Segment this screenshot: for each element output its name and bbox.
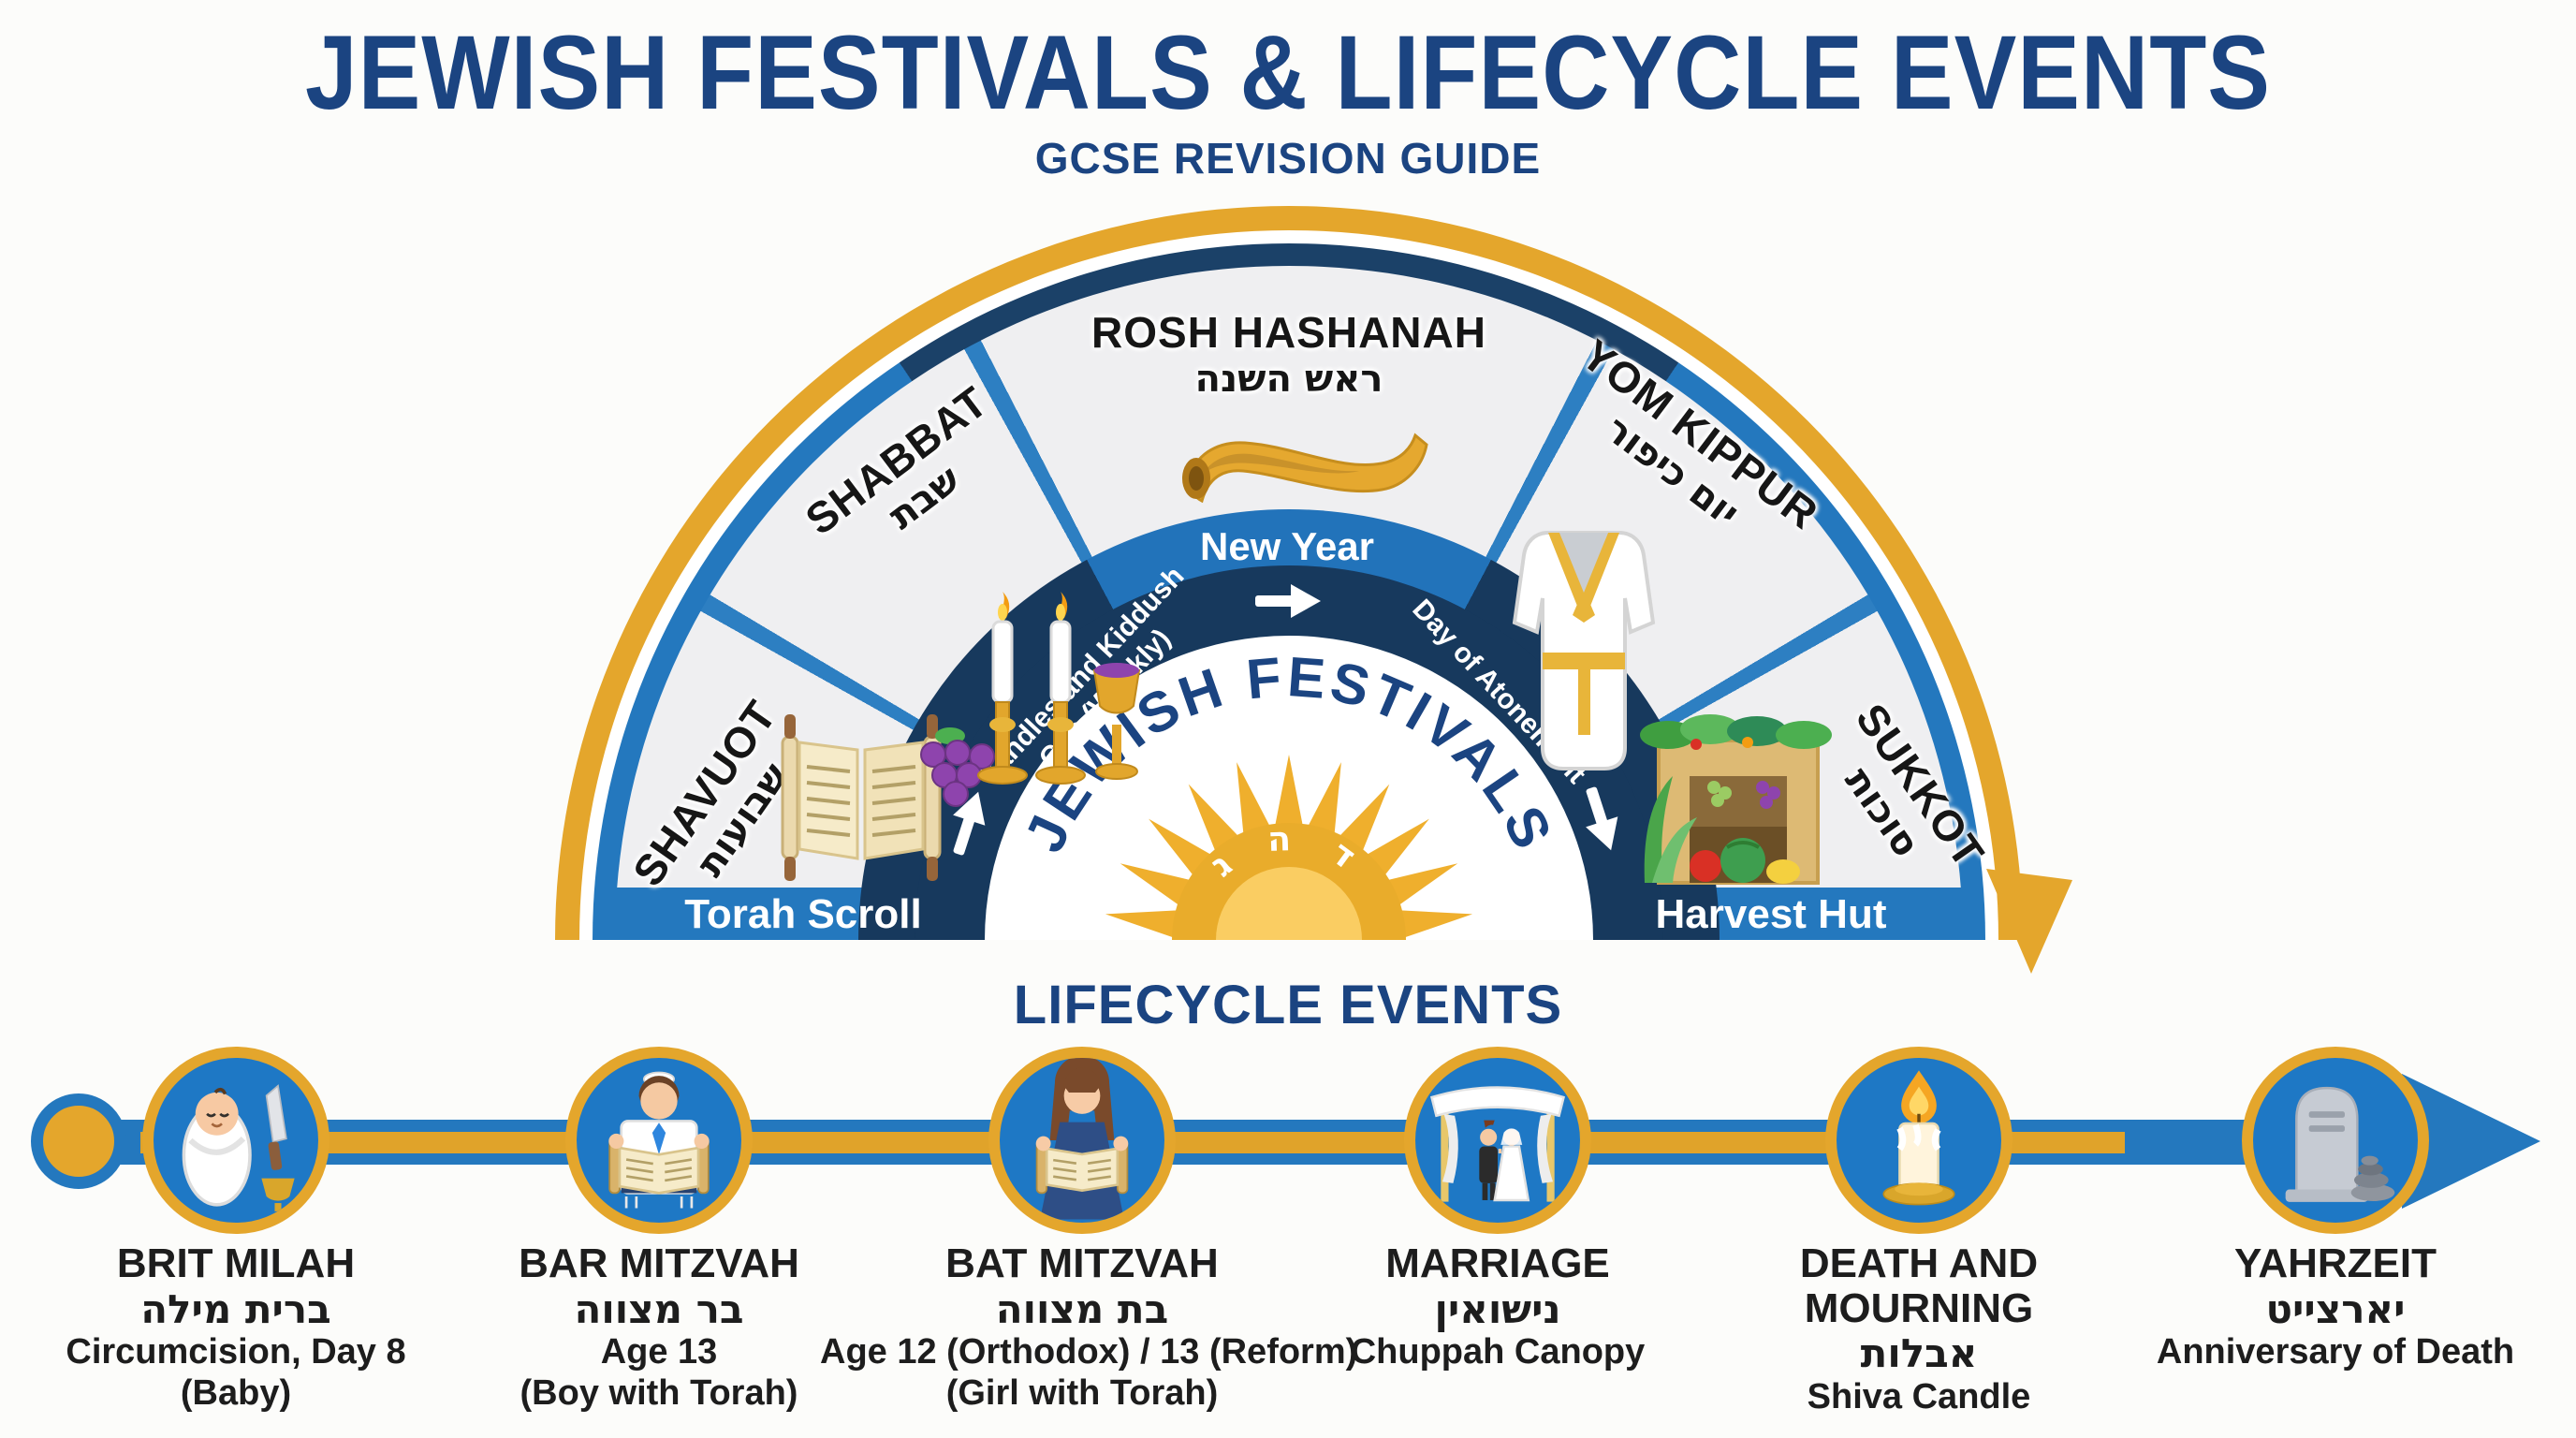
boy-with-torah-icon (608, 1071, 710, 1209)
event-label-yahrzeit: YAHRZEIT יארצייט Anniversary of Death (2073, 1241, 2576, 1373)
event-description: Anniversary of Death (2156, 1332, 2515, 1372)
event-label-bar-mitzvah: BAR MITZVAH בר מצווה Age 13 (Boy with To… (397, 1241, 921, 1414)
event-note: (Boy with Torah) (520, 1372, 798, 1413)
event-label-marriage: MARRIAGE נישואין Chuppah Canopy (1236, 1241, 1760, 1373)
event-description: Circumcision, Day 8 (66, 1332, 406, 1372)
node-death-mourning (1825, 1047, 2012, 1234)
baby-icon (182, 1084, 295, 1211)
event-description: Shiva Candle (1807, 1376, 2031, 1416)
event-name: BAT MITZVAH (945, 1240, 1219, 1286)
node-bat-mitzvah (988, 1047, 1176, 1234)
event-hebrew: ברית מילה (140, 1285, 331, 1332)
band-label-torah-scroll: Torah Scroll (684, 891, 922, 937)
event-note: (Baby) (180, 1372, 292, 1413)
node-bar-mitzvah (565, 1047, 753, 1234)
event-description: Chuppah Canopy (1350, 1332, 1646, 1372)
node-marriage (1404, 1047, 1591, 1234)
event-label-brit-milah: BRIT MILAH ברית מילה Circumcision, Day 8… (0, 1241, 498, 1414)
event-hebrew: יארצייט (2265, 1285, 2406, 1332)
event-name: BAR MITZVAH (519, 1240, 799, 1286)
event-label-bat-mitzvah: BAT MITZVAH בת מצווה Age 12 (Orthodox) /… (820, 1240, 1358, 1414)
event-name: BRIT MILAH (116, 1240, 356, 1286)
event-label-death-mourning: DEATH AND MOURNING אבלות Shiva Candle (1741, 1241, 2097, 1417)
event-hebrew: בר מצווה (574, 1285, 744, 1332)
ring-label-new-year: New Year (1199, 524, 1375, 568)
torah-scroll-icon (781, 714, 942, 881)
segment-label-rosh-hashanah: ROSH HASHANAH ראש השנה (1008, 308, 1570, 401)
node-yahrzeit (2242, 1047, 2429, 1234)
segment-name: ROSH HASHANAH (1091, 308, 1486, 357)
shiva-candle-icon (1882, 1070, 1955, 1206)
chuppah-icon (1430, 1086, 1565, 1202)
event-description: Age 13 (600, 1332, 718, 1372)
page-subtitle: GCSE REVISION GUIDE (1034, 134, 1542, 183)
node-brit-milah (142, 1047, 329, 1234)
event-hebrew: נישואין (1434, 1285, 1561, 1332)
event-name: YAHRZEIT (2234, 1240, 2437, 1286)
shabbat-candles-icon (920, 592, 1141, 807)
timeline-start-circle-icon (31, 1093, 126, 1189)
girl-with-torah-icon (1035, 1058, 1129, 1220)
flow-arrow-right-icon (1255, 584, 1321, 618)
lifecycle-heading: LIFECYCLE EVENTS (1013, 975, 1563, 1035)
event-name: DEATH AND MOURNING (1799, 1240, 2039, 1331)
event-hebrew: אבלות (1860, 1330, 1978, 1377)
band-label-harvest-hut: Harvest Hut (1655, 891, 1887, 937)
flow-arrow-up-icon (953, 791, 986, 856)
event-name: MARRIAGE (1385, 1240, 1610, 1286)
gravestone-icon (2285, 1086, 2395, 1202)
flow-arrow-down-icon (1586, 786, 1618, 851)
shofar-icon (1182, 433, 1428, 504)
sukkah-icon (1640, 714, 1832, 885)
page-title: JEWISH FESTIVALS & LIFECYCLE EVENTS (304, 14, 2272, 132)
event-note: (Girl with Torah) (945, 1372, 1219, 1413)
event-description: Age 12 (Orthodox) / 13 (Reform) (820, 1332, 1358, 1372)
white-robe-icon (1512, 531, 1656, 770)
event-hebrew: בת מצווה (995, 1285, 1169, 1332)
segment-hebrew: ראש השנה (1194, 357, 1383, 401)
